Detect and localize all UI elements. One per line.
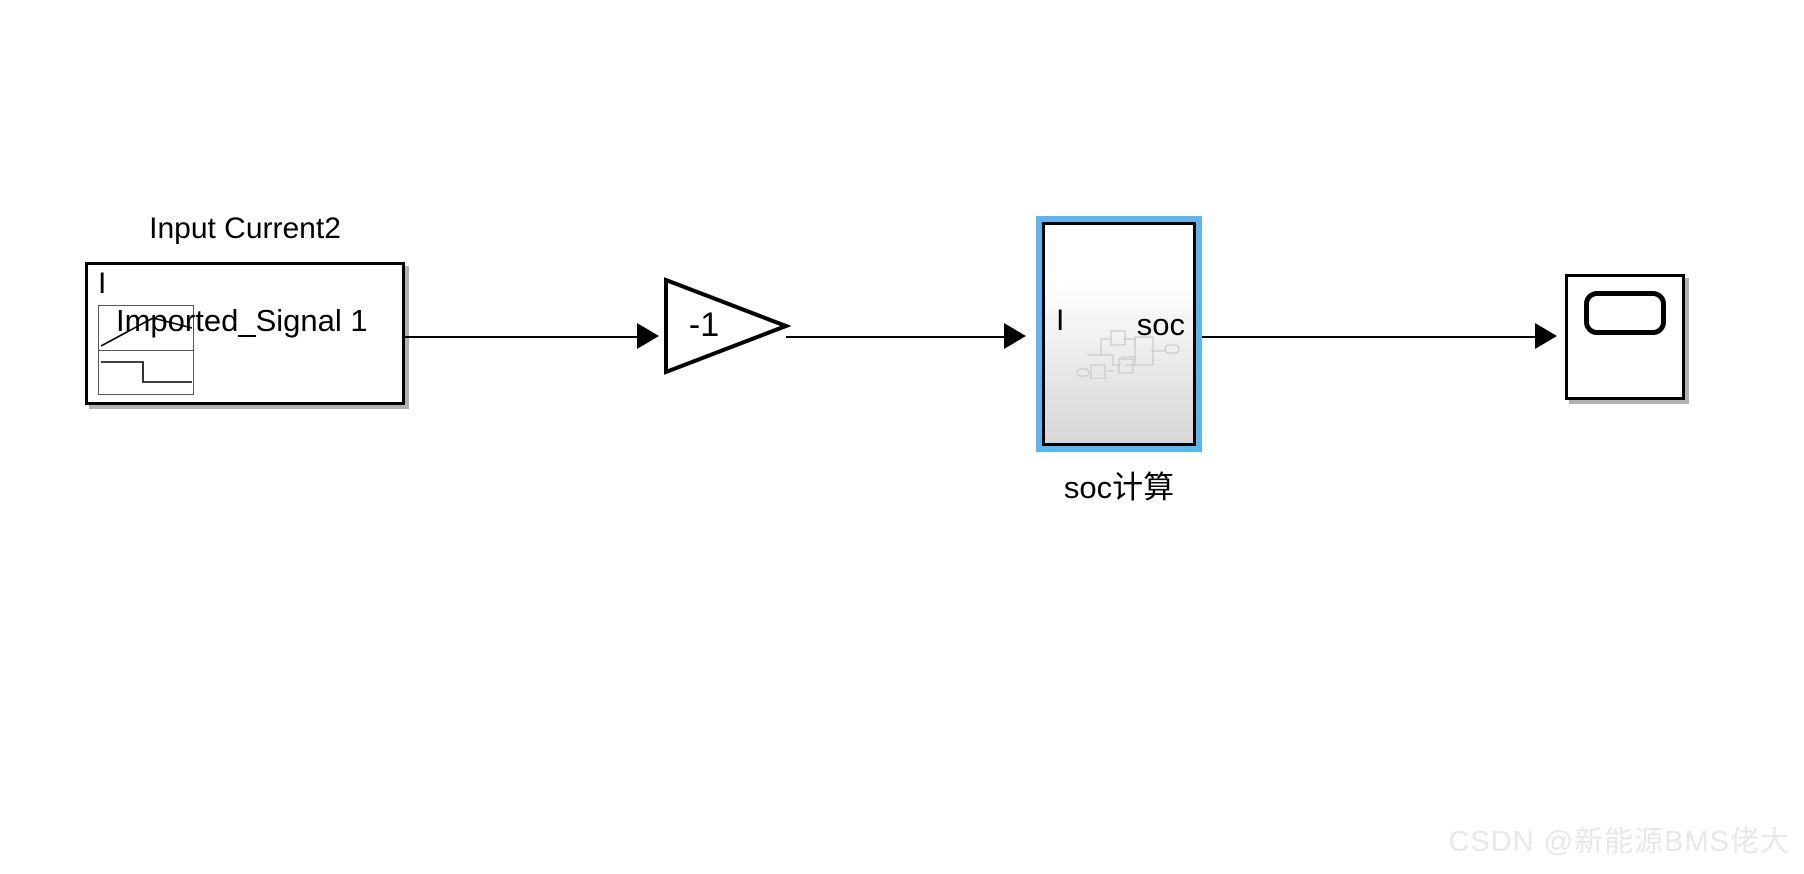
signal-builder-icon-divider bbox=[99, 350, 193, 351]
subsystem-outport-label: soc bbox=[1136, 307, 1185, 343]
subsystem-block-icon bbox=[1076, 330, 1180, 379]
signal-source-caption: Input Current2 bbox=[149, 212, 341, 245]
gain-value-label: -1 bbox=[688, 306, 720, 344]
scope-block[interactable] bbox=[1565, 274, 1685, 400]
wire-source-to-gain[interactable] bbox=[405, 336, 637, 338]
csdn-watermark: CSDN @新能源BMS佬大 bbox=[1448, 826, 1790, 858]
wire-subsystem-to-scope[interactable] bbox=[1202, 336, 1535, 338]
scope-icon bbox=[1584, 291, 1666, 335]
signal-builder-icon bbox=[98, 305, 194, 395]
subsystem-block[interactable]: I soc bbox=[1036, 216, 1202, 452]
signal-source-block[interactable]: I Imported_Signal 1 bbox=[85, 262, 405, 405]
arrowhead-subsystem-input bbox=[1004, 323, 1026, 349]
wire-gain-to-subsystem[interactable] bbox=[786, 336, 1004, 338]
arrowhead-gain-input bbox=[637, 323, 659, 349]
subsystem-caption: soc计算 bbox=[1063, 470, 1175, 505]
arrowhead-scope-input bbox=[1535, 323, 1557, 349]
subsystem-inport-label: I bbox=[1056, 303, 1065, 337]
gain-block[interactable]: -1 bbox=[662, 276, 792, 376]
gain-triangle-icon bbox=[664, 277, 792, 375]
signal-source-port-label: I bbox=[98, 267, 107, 300]
subsystem-block-body: I soc bbox=[1042, 222, 1196, 446]
signal-builder-icon-waveforms bbox=[100, 317, 193, 383]
signal-source-body-text: Imported_Signal 1 bbox=[116, 303, 368, 338]
